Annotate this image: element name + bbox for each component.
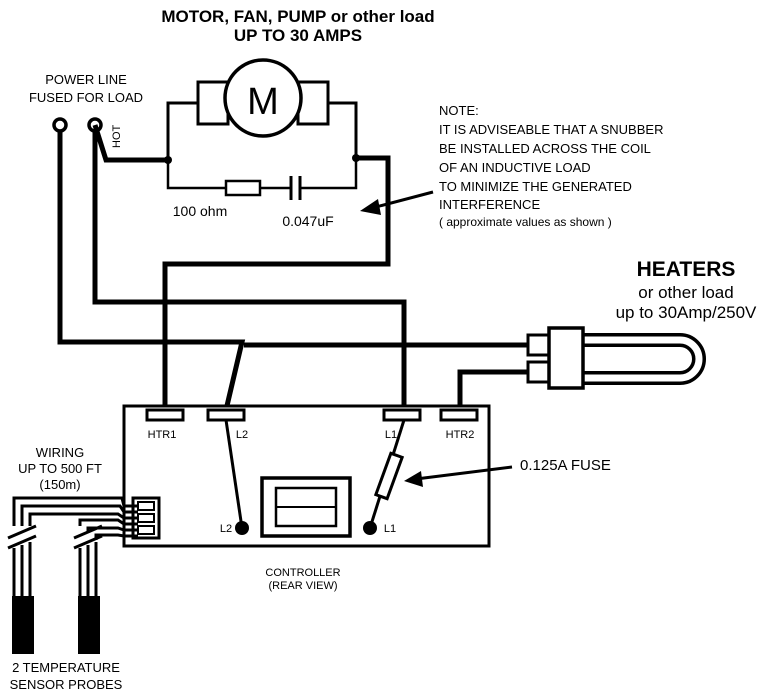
note-heading: NOTE: <box>439 103 479 118</box>
temperature-probe-1 <box>12 596 34 654</box>
fuse-symbol <box>373 451 405 501</box>
htr2-label: HTR2 <box>446 429 475 441</box>
wiring-label: WIRING <box>36 445 84 460</box>
note-line-2: IT IS ADVISEABLE THAT A SNUBBER <box>439 122 663 137</box>
wiring-distance-metric: (150m) <box>39 477 80 492</box>
controller-label: CONTROLLER <box>265 567 340 579</box>
probes-label: 2 TEMPERATURE <box>12 660 120 675</box>
note-line-4: OF AN INDUCTIVE LOAD <box>439 160 591 175</box>
probe-cables <box>12 496 138 540</box>
note-arrow <box>360 190 434 215</box>
heater-block <box>547 326 585 390</box>
heater-terminal-bottom <box>526 360 552 384</box>
neutral-to-l2-wire <box>57 131 246 411</box>
note-line-7: ( approximate values as shown ) <box>439 215 612 229</box>
l1-post-label: L1 <box>384 523 396 535</box>
diagram-title: MOTOR, FAN, PUMP or other load <box>161 7 434 26</box>
htr1-terminal <box>145 408 185 422</box>
htr2-terminal <box>439 408 479 422</box>
motor-symbol: M <box>166 58 358 158</box>
l2-post <box>235 521 249 535</box>
snubber-branch <box>166 158 358 200</box>
neutral-terminal <box>52 117 68 133</box>
wiring-distance: UP TO 500 FT <box>18 461 102 476</box>
cable-break-symbols <box>7 524 103 596</box>
resistor-value: 100 ohm <box>173 203 227 219</box>
heaters-title: HEATERS <box>637 258 736 281</box>
heater-element <box>526 326 706 390</box>
heaters-rating: up to 30Amp/250V <box>616 303 757 322</box>
l1-label: L1 <box>385 429 397 441</box>
power-line-label: POWER LINE <box>45 72 127 87</box>
note-line-6: INTERFERENCE <box>439 197 540 212</box>
resistor-symbol <box>224 179 262 197</box>
htr1-label: HTR1 <box>148 429 177 441</box>
hot-label: HOT <box>111 125 123 149</box>
temperature-probe-2 <box>78 596 100 654</box>
hot-to-l1-wire <box>92 130 407 410</box>
l2-terminal <box>206 408 246 422</box>
fuse-label: 0.125A FUSE <box>520 457 611 474</box>
l2-internal-wire <box>224 419 244 529</box>
note-line-3: BE INSTALLED ACROSS THE COIL <box>439 141 651 156</box>
heater-to-htr2-wire <box>457 369 530 410</box>
diagram-subtitle: UP TO 30 AMPS <box>234 26 362 45</box>
l2-post-label: L2 <box>220 523 232 535</box>
l1-post <box>363 521 377 535</box>
probes-label-line2: SENSOR PROBES <box>10 677 123 692</box>
note-line-5: TO MINIMIZE THE GENERATED <box>439 179 632 194</box>
motor-letter: M <box>247 81 279 123</box>
motor-to-htr1-wire <box>162 155 391 410</box>
l1-terminal <box>382 408 422 422</box>
motor-junction-left <box>164 156 172 164</box>
heater-terminal-top <box>526 333 552 357</box>
heaters-subtitle: or other load <box>638 283 733 302</box>
controller-view-label: (REAR VIEW) <box>268 580 337 592</box>
hot-wire-to-motor <box>92 124 168 163</box>
capacitor-value: 0.047uF <box>282 213 333 229</box>
fuse-arrow <box>404 465 513 487</box>
power-line-fused-label: FUSED FOR LOAD <box>29 90 143 105</box>
l2-label: L2 <box>236 429 248 441</box>
